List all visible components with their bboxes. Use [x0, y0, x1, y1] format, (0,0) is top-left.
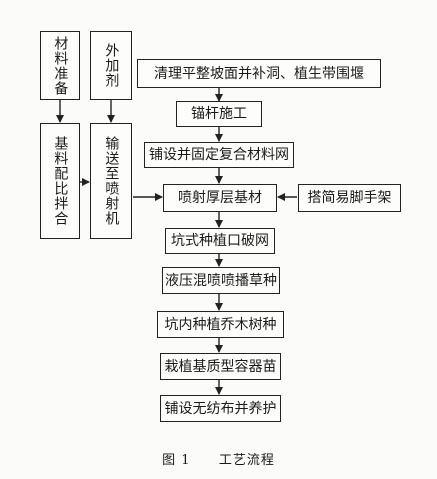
- step-plant-trees-label: 坑内种植乔木树种: [164, 316, 277, 333]
- box-to-sprayer-label: 输送至喷射机: [103, 136, 120, 226]
- step-lay-mesh-label: 铺设并固定复合材料网: [149, 147, 289, 163]
- step-container-seedlings-label: 栽植基质型容器苗: [164, 358, 277, 375]
- step-scaffold: 搭简易脚手架: [298, 184, 401, 212]
- figure-number: 图 1: [162, 453, 191, 468]
- step-plant-trees: 坑内种植乔木树种: [157, 311, 284, 338]
- box-material-prep: 材料准备: [40, 31, 80, 100]
- step-nonwoven-maintain: 铺设无纺布并养护: [160, 395, 281, 422]
- box-additive: 外加剂: [90, 31, 132, 100]
- step-clear-slope-label: 清理平整坡面并补洞、植生带围堰: [154, 65, 364, 82]
- step-hydroseed: 液压混喷喷播草种: [162, 267, 280, 294]
- step-anchor-label: 锚杆施工: [191, 106, 247, 122]
- step-clear-slope: 清理平整坡面并补洞、植生带围堰: [137, 59, 381, 88]
- step-hydroseed-label: 液压混喷喷播草种: [165, 272, 277, 289]
- box-material-prep-label: 材料准备: [52, 35, 69, 96]
- box-additive-label: 外加剂: [103, 43, 120, 88]
- step-spray-substrate-label: 喷射厚层基材: [178, 190, 262, 206]
- step-anchor: 锚杆施工: [176, 101, 262, 127]
- step-container-seedlings: 栽植基质型容器苗: [160, 353, 281, 380]
- step-nonwoven-maintain-label: 铺设无纺布并养护: [164, 400, 277, 417]
- figure-title: 工艺流程: [218, 453, 275, 468]
- box-base-mix-label: 基料配比拌合: [52, 136, 69, 226]
- box-to-sprayer: 输送至喷射机: [90, 123, 132, 239]
- figure-caption: 图 1 工艺流程: [0, 449, 437, 468]
- step-pit-break-mesh-label: 坑式种植口破网: [171, 233, 269, 249]
- step-scaffold-label: 搭简易脚手架: [307, 190, 392, 206]
- step-pit-break-mesh: 坑式种植口破网: [165, 228, 275, 254]
- step-lay-mesh: 铺设并固定复合材料网: [144, 142, 294, 168]
- box-base-mix: 基料配比拌合: [40, 123, 80, 239]
- step-spray-substrate: 喷射厚层基材: [163, 184, 277, 212]
